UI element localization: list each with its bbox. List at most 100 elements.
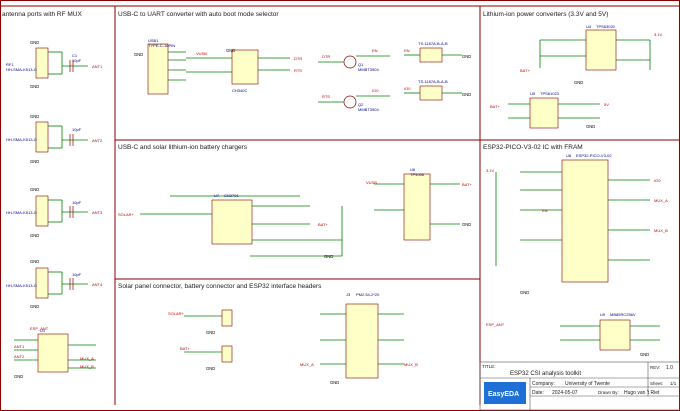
q1-part: MMBT3904 — [358, 67, 379, 72]
esp-ant-net-esp: ESP_ANT — [486, 322, 505, 327]
mux-ant1-net: ANT1 — [14, 344, 25, 349]
rts-net-2: RTS — [322, 94, 330, 99]
bat-net-conn: BAT+ — [180, 346, 190, 351]
io0-net-1: IO0 — [372, 88, 379, 93]
mux-b-net-esp: MUX_B — [654, 228, 668, 233]
vusb-net-charger: VUSB — [366, 180, 377, 185]
solar-net-conn: SOLAR+ — [168, 311, 185, 316]
rf-mux-ic: U1 ESP_ANT ANT1 ANT2 MUX_A MUX_B GND — [14, 326, 96, 379]
dtr-net-1: DTR — [294, 56, 302, 61]
gnd-power-1: GND — [574, 80, 583, 85]
date-label: Date: — [532, 390, 544, 396]
reg1-part: TPS63020 — [596, 24, 616, 29]
gnd-solar: GND — [324, 254, 333, 259]
date-value: 2024-05-07 — [552, 390, 578, 396]
en-net-1: EN — [372, 48, 378, 53]
esp-ant-net: ESP_ANT — [30, 326, 49, 331]
dtr-net-2: DTR — [322, 54, 330, 59]
solar-ic-part: CN3791 — [224, 193, 239, 198]
rev-label: REV: — [650, 365, 660, 370]
c2-val: 10pF — [72, 127, 82, 132]
q1-ref: Q1 — [358, 62, 364, 67]
en-net-esp: EN — [542, 208, 548, 213]
en-net-2: EN — [404, 48, 410, 53]
drawn-value: Hugo van 't Riet — [624, 390, 660, 396]
c1-val: 10pF — [72, 58, 82, 63]
rf4-part: HH-SMA-K513-G — [6, 283, 37, 288]
rf3-part: HH-SMA-K513-G — [6, 210, 37, 215]
gnd-fram: GND — [640, 352, 649, 357]
antenna-block-4: HH-SMA-K513-G 10pF ANT4 GND GND — [6, 259, 103, 309]
io0-net-2: IO0 — [404, 86, 411, 91]
boot-switches: TS-1187A-B-A-B TS-1187A-B-A-B EN IO0 GND… — [404, 41, 471, 101]
header-ref: J3 — [346, 292, 351, 297]
mux-ant2-net: ANT2 — [14, 354, 25, 359]
solar-net: SOLAR+ — [118, 212, 135, 217]
c3-val: 10pF — [72, 200, 82, 205]
mux-a-net-esp: MUX_A — [654, 198, 668, 203]
charger-ic-part: TP4056 — [410, 172, 425, 177]
reg1-ref: U4 — [586, 24, 592, 29]
bat-net-solar: BAT+ — [318, 222, 328, 227]
uart-part: CH340C — [232, 88, 247, 93]
company-label: Company: — [532, 381, 555, 387]
gnd-ant3-bottom: GND — [30, 233, 39, 238]
antenna-block-1: RF1 HH-SMA-K513-G C1 10pF ANT1 GND GND — [6, 40, 103, 89]
antenna-block-2: HH-SMA-K513-G 10pF ANT2 GND GND — [6, 114, 103, 164]
panel-title-charger: USB-C and solar lithium-ion battery char… — [118, 144, 248, 151]
gnd-charger: GND — [462, 222, 471, 227]
bat-net-power-2: BAT+ — [490, 104, 500, 109]
power-converter-2: U5 TPS61023 5V BAT+ GND — [490, 91, 609, 129]
mux-a-net: MUX_A — [80, 356, 94, 361]
esp-ref: U8 — [566, 153, 572, 158]
rf1-part: HH-SMA-K513-G — [6, 67, 37, 72]
mux-b-net: MUX_B — [80, 364, 94, 369]
sw-part-2: TS-1187A-B-A-B — [418, 79, 448, 84]
usb-charger: U6 TP4056 VUSB BAT+ GND — [366, 167, 472, 241]
gnd-usb: GND — [134, 52, 143, 57]
drawn-label: Drawn By: — [598, 390, 619, 395]
v5-net-power: 5V — [604, 102, 609, 107]
sheet-title: ESP32 CSI analysis toolkit — [510, 371, 581, 377]
q2-part: MMBT3904 — [358, 107, 379, 112]
c1-ref: C1 — [72, 53, 78, 58]
mux-ic-ref: U1 — [40, 328, 46, 333]
rf1-ref: RF1 — [6, 62, 14, 67]
charger-ic-ref: U6 — [410, 167, 416, 172]
sw-part-1: TS-1187A-B-A-B — [418, 41, 448, 46]
uart-ic: CH340C VUSB DTR RTS GND — [186, 48, 302, 93]
bat-net-charger: BAT+ — [462, 182, 472, 187]
gnd-mux: GND — [14, 374, 23, 379]
gnd-ant4-bottom: GND — [30, 304, 39, 309]
esp-part: ESP32-PICO-V3-02 — [576, 153, 612, 158]
rts-net-1: RTS — [294, 68, 302, 73]
reg2-part: TPS61023 — [540, 91, 560, 96]
auto-boot-transistors: Q1 MMBT3904 Q2 MMBT3904 DTR RTS EN IO0 — [318, 48, 390, 112]
gnd-ant3-top: GND — [30, 187, 39, 192]
gnd-ant2-top: GND — [30, 114, 39, 119]
panel-title-connectors: Solar panel connector, battery connector… — [118, 283, 322, 290]
panel-title-esp32: ESP32-PICO-V3-02 IC with FRAM — [483, 144, 583, 151]
bat-net-power-1: BAT+ — [520, 68, 530, 73]
interface-header: J3 PM2.54-2*20 MUX_A MUX_B GND — [300, 292, 418, 385]
fram-ic: U9 MB85RC256V ESP_ANT GND — [486, 312, 660, 357]
ant1-net: ANT1 — [92, 64, 103, 69]
fram-part: MB85RC256V — [610, 312, 636, 317]
company-value: University of Twente — [565, 381, 610, 387]
usb-ref: USB1 — [148, 38, 159, 43]
gnd-sw2: GND — [462, 92, 471, 97]
v33-net-esp: 3.1V — [486, 168, 495, 173]
gnd-power-2: GND — [586, 124, 595, 129]
panel-title-usb-uart: USB-C to UART converter with auto boot m… — [118, 11, 279, 18]
io0-net-esp: IO0 — [654, 178, 661, 183]
gnd-conn-1: GND — [206, 330, 215, 335]
gnd-conn-2: GND — [206, 366, 215, 371]
easyeda-logo: EasyEDA — [488, 391, 519, 398]
usb-part: TYPE-C-16PIN — [148, 43, 175, 48]
v33-net-power: 3.1V — [654, 32, 663, 37]
title-block: TITLE: ESP32 CSI analysis toolkit REV: 1… — [479, 361, 680, 411]
power-converter-1: U4 TPS63020 BAT+ 3.1V GND — [520, 24, 663, 85]
ant2-net: ANT2 — [92, 138, 103, 143]
